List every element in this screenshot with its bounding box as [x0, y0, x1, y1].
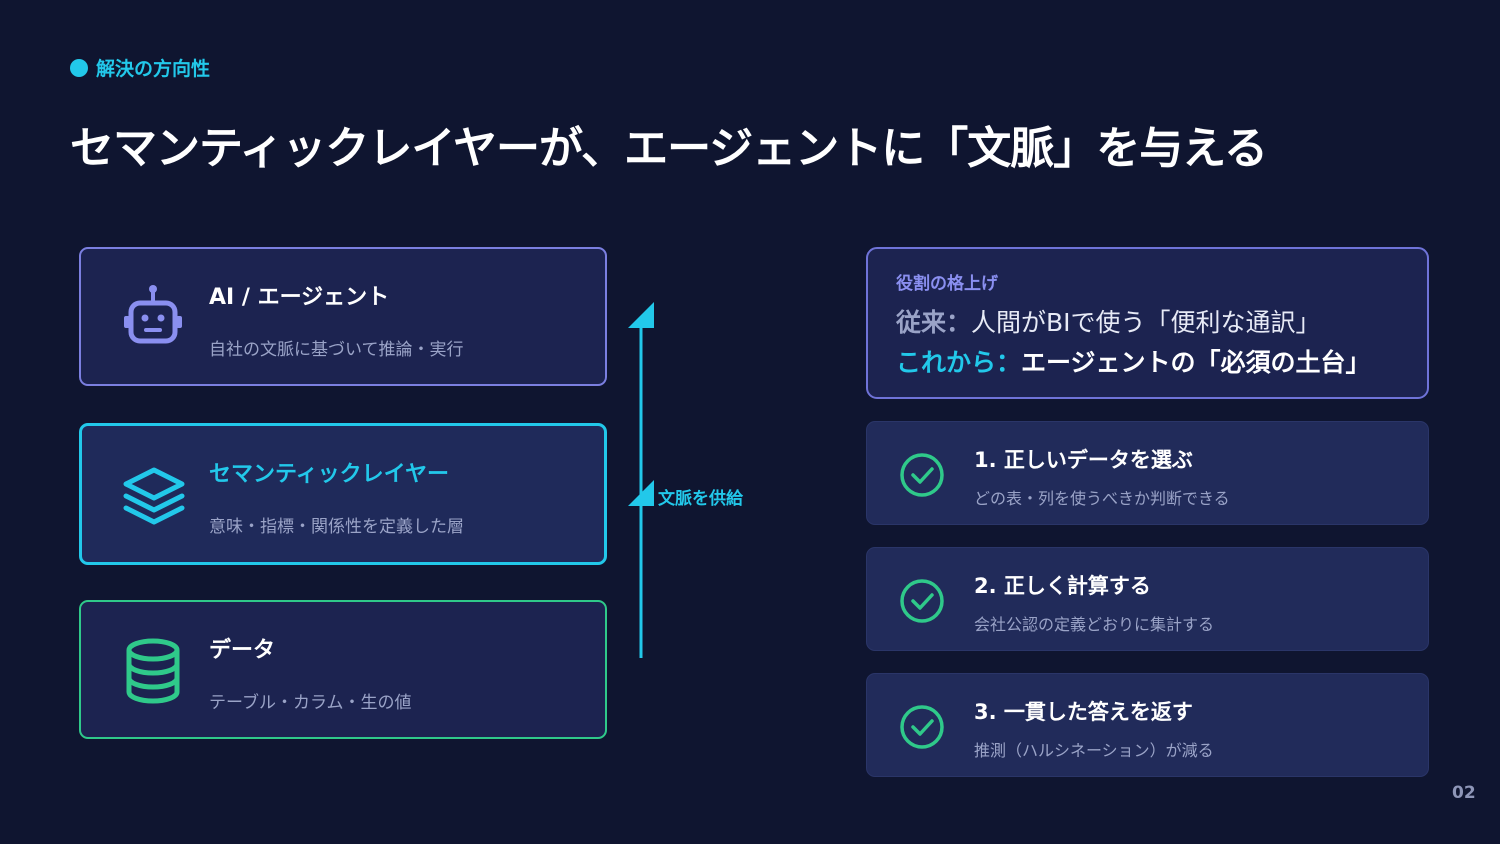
- semantic-layer-subtitle: 意味・指標・関係性を定義した層: [209, 517, 464, 537]
- step-card: 2. 正しく計算する 会社公認の定義どおりに集計する: [866, 547, 1429, 651]
- step-card: 1. 正しいデータを選ぶ どの表・列を使うべきか判断できる: [866, 421, 1429, 525]
- check-circle-icon: [900, 453, 944, 497]
- check-circle-icon: [900, 579, 944, 623]
- role-before-text: 人間がBIで使う「便利な通訳」: [971, 308, 1321, 337]
- semantic-layer-title: セマンティックレイヤー: [209, 462, 450, 487]
- step-subtitle: 推測（ハルシネーション）が減る: [974, 741, 1214, 760]
- data-subtitle: テーブル・カラム・生の値: [209, 693, 412, 713]
- data-card: データ テーブル・カラム・生の値: [79, 600, 607, 739]
- section-label-text: 解決の方向性: [96, 58, 211, 80]
- step-title: 1. 正しいデータを選ぶ: [974, 448, 1193, 472]
- step-card: 3. 一貫した答えを返す 推測（ハルシネーション）が減る: [866, 673, 1429, 777]
- check-circle-icon: [900, 705, 944, 749]
- role-before-label: 従来：: [896, 308, 972, 337]
- page-number: 02: [1452, 783, 1476, 803]
- section-label: 解決の方向性: [70, 54, 210, 81]
- layers-icon: [123, 467, 185, 525]
- role-before-line: 従来：人間がBIで使う「便利な通訳」: [896, 303, 1321, 339]
- data-title: データ: [209, 638, 276, 663]
- role-after-text: エージェントの「必須の土台」: [1021, 348, 1371, 377]
- upward-arrow-icon: [628, 302, 654, 658]
- step-subtitle: 会社公認の定義どおりに集計する: [974, 615, 1215, 634]
- step-title: 2. 正しく計算する: [974, 574, 1151, 598]
- role-upgrade-card: 役割の格上げ 従来：人間がBIで使う「便利な通訳」 これから：エージェントの「必…: [866, 247, 1429, 399]
- semantic-layer-card: セマンティックレイヤー 意味・指標・関係性を定義した層: [79, 423, 607, 565]
- role-after-label: これから：: [896, 348, 1022, 377]
- role-heading: 役割の格上げ: [896, 274, 998, 294]
- ai-agent-title: AI / エージェント: [209, 285, 390, 310]
- bullet-dot-icon: [70, 58, 88, 77]
- page-title: セマンティックレイヤーが、エージェントに「文脈」を与える: [70, 123, 1268, 174]
- database-icon: [126, 638, 180, 704]
- ai-agent-card: AI / エージェント 自社の文脈に基づいて推論・実行: [79, 247, 607, 386]
- arrow-label: 文脈を供給: [658, 489, 743, 509]
- step-title: 3. 一貫した答えを返す: [974, 700, 1193, 724]
- robot-icon: [124, 285, 182, 344]
- ai-agent-subtitle: 自社の文脈に基づいて推論・実行: [209, 340, 464, 360]
- step-subtitle: どの表・列を使うべきか判断できる: [974, 489, 1230, 508]
- role-after-line: これから：エージェントの「必須の土台」: [896, 343, 1371, 379]
